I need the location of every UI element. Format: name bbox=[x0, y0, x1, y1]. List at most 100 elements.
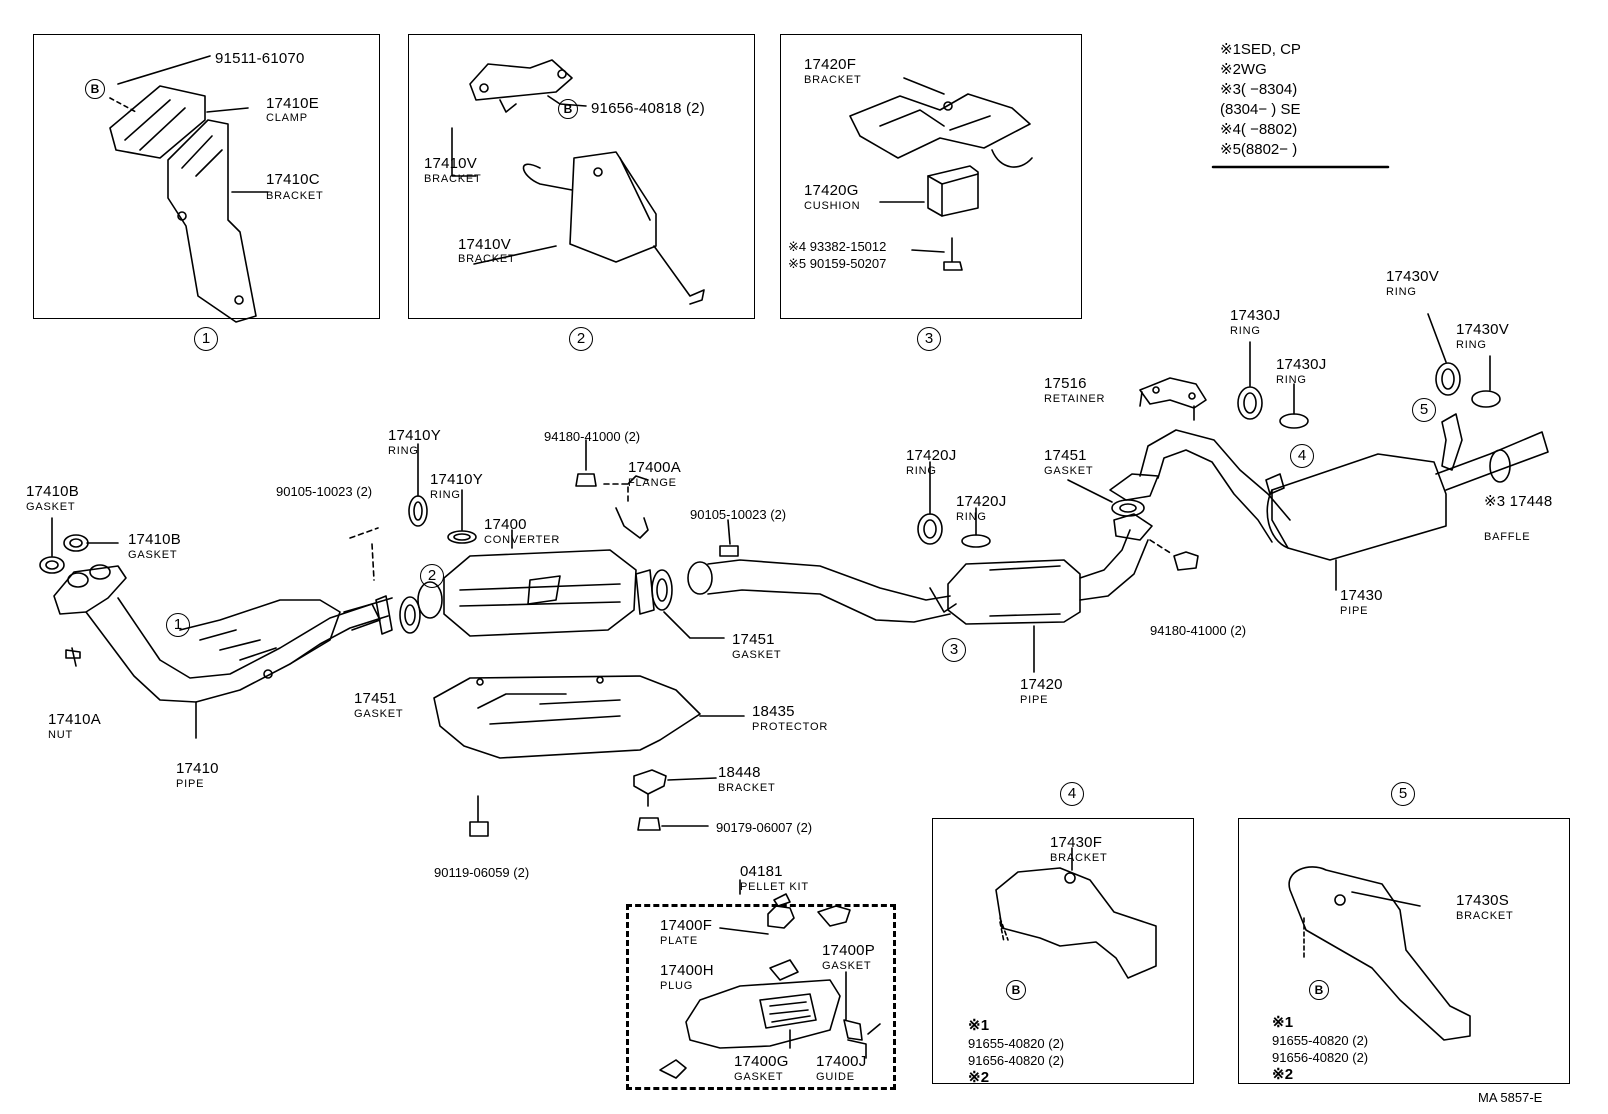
part-number: 17430V bbox=[1386, 268, 1439, 285]
part-name: GASKET bbox=[354, 708, 404, 720]
part-number: 91656-40818 (2) bbox=[591, 100, 705, 117]
panel1-art bbox=[109, 55, 269, 323]
panel1-frame bbox=[33, 34, 380, 319]
section-ref-2: 2 bbox=[569, 327, 593, 351]
legend-row: ※1SED, CP bbox=[1220, 41, 1301, 58]
part-number: 17451 bbox=[354, 690, 397, 707]
part-number: 17430J bbox=[1230, 307, 1281, 324]
diagram-code: MA 5857-E bbox=[1478, 1090, 1543, 1105]
part-name: RETAINER bbox=[1044, 393, 1106, 405]
part-name: PIPE bbox=[1020, 694, 1049, 706]
part-number: 17400G bbox=[734, 1053, 789, 1070]
part-number: 17400H bbox=[660, 962, 714, 979]
part-number: 91656-40820 (2) bbox=[1272, 1050, 1369, 1065]
part-name: RING bbox=[906, 465, 937, 477]
legend-row: ※3( −8304) bbox=[1220, 81, 1298, 98]
part-name: CONVERTER bbox=[484, 534, 561, 546]
part-number: 91655-40820 (2) bbox=[968, 1036, 1065, 1051]
part-number: 17410V bbox=[458, 236, 511, 253]
part-name: GASKET bbox=[1044, 465, 1094, 477]
part-number: 17410C bbox=[266, 171, 320, 188]
part-number: 17410 bbox=[176, 760, 219, 777]
part-number: 17410A bbox=[48, 711, 101, 728]
part-number: 17410E bbox=[266, 95, 319, 112]
part-number: 17410B bbox=[128, 531, 181, 548]
part-number: 17400J bbox=[816, 1053, 867, 1070]
part-name: BRACKET bbox=[266, 190, 324, 202]
note-marker: ※1 bbox=[968, 1017, 990, 1034]
panel2-art bbox=[451, 59, 705, 305]
section-ref-5: 5 bbox=[1391, 782, 1415, 806]
part-number: 17410Y bbox=[430, 471, 483, 488]
part-name: BRACKET bbox=[1050, 852, 1108, 864]
callout-5: 5 bbox=[1412, 398, 1436, 422]
note-marker: ※2 bbox=[1272, 1066, 1294, 1083]
part-number: 17430F bbox=[1050, 834, 1103, 851]
b-marker: B bbox=[558, 99, 578, 119]
part-number: 17400F bbox=[660, 917, 713, 934]
part-name: PLATE bbox=[660, 935, 699, 947]
b-marker: B bbox=[1309, 980, 1329, 1000]
part-name: GASKET bbox=[822, 960, 872, 972]
pellet-kit-frame bbox=[626, 904, 896, 1090]
part-number: 94180-41000 (2) bbox=[544, 429, 641, 444]
part-number: ※5 90159-50207 bbox=[788, 256, 887, 271]
panel2-frame bbox=[408, 34, 755, 319]
panel5-art bbox=[1288, 866, 1471, 1041]
part-number: 17451 bbox=[1044, 447, 1087, 464]
part-number: 94180-41000 (2) bbox=[1150, 623, 1247, 638]
part-name: RING bbox=[1456, 339, 1487, 351]
part-number: 17420G bbox=[804, 182, 859, 199]
part-name: GASKET bbox=[26, 501, 76, 513]
legend-row: (8304− ) SE bbox=[1220, 101, 1301, 118]
note-marker: ※1 bbox=[1272, 1014, 1294, 1031]
part-name: CLAMP bbox=[266, 112, 308, 124]
part-number: 17410Y bbox=[388, 427, 441, 444]
main-assembly-art bbox=[39, 313, 1549, 837]
part-number: 17430J bbox=[1276, 356, 1327, 373]
part-name: RING bbox=[430, 489, 461, 501]
part-number: 17410V bbox=[424, 155, 477, 172]
part-number: 17400P bbox=[822, 942, 875, 959]
section-ref-1: 1 bbox=[194, 327, 218, 351]
panel4-frame bbox=[932, 818, 1194, 1084]
part-name: BAFFLE bbox=[1484, 531, 1531, 543]
part-number: 90179-06007 (2) bbox=[716, 820, 813, 835]
part-number: 18448 bbox=[718, 764, 761, 781]
part-number: 91511-61070 bbox=[215, 50, 305, 67]
part-number: 90119-06059 (2) bbox=[434, 865, 530, 880]
part-number: 17451 bbox=[732, 631, 775, 648]
legend-row: ※2WG bbox=[1220, 61, 1267, 78]
part-name: PIPE bbox=[1340, 605, 1369, 617]
part-number: 17420J bbox=[906, 447, 957, 464]
panel5-frame bbox=[1238, 818, 1570, 1084]
part-name: BRACKET bbox=[424, 173, 482, 185]
part-name: RING bbox=[956, 511, 987, 523]
part-number: 91656-40820 (2) bbox=[968, 1053, 1065, 1068]
part-number: 17420J bbox=[956, 493, 1007, 510]
callout-4: 4 bbox=[1290, 444, 1314, 468]
legend-row: ※5(8802− ) bbox=[1220, 141, 1298, 158]
note-marker: ※2 bbox=[968, 1069, 990, 1086]
b-marker: B bbox=[1006, 980, 1026, 1000]
part-name: FLANGE bbox=[628, 477, 677, 489]
part-number: 90105-10023 (2) bbox=[276, 484, 373, 499]
part-name: BRACKET bbox=[804, 74, 862, 86]
part-name: GASKET bbox=[734, 1071, 784, 1083]
part-name: PROTECTOR bbox=[752, 721, 829, 733]
part-name: PLUG bbox=[660, 980, 694, 992]
callout-1: 1 bbox=[166, 613, 190, 637]
part-number: 17410B bbox=[26, 483, 79, 500]
part-number: 91655-40820 (2) bbox=[1272, 1033, 1369, 1048]
part-number: ※4 93382-15012 bbox=[788, 239, 887, 254]
part-name: GUIDE bbox=[816, 1071, 855, 1083]
part-number: 18435 bbox=[752, 703, 795, 720]
part-name: GASKET bbox=[732, 649, 782, 661]
callout-3: 3 bbox=[942, 638, 966, 662]
part-name: RING bbox=[1230, 325, 1261, 337]
part-number: 17400 bbox=[484, 516, 527, 533]
part-name: BRACKET bbox=[1456, 910, 1514, 922]
part-number: 90105-10023 (2) bbox=[690, 507, 787, 522]
part-number: 17420 bbox=[1020, 676, 1063, 693]
